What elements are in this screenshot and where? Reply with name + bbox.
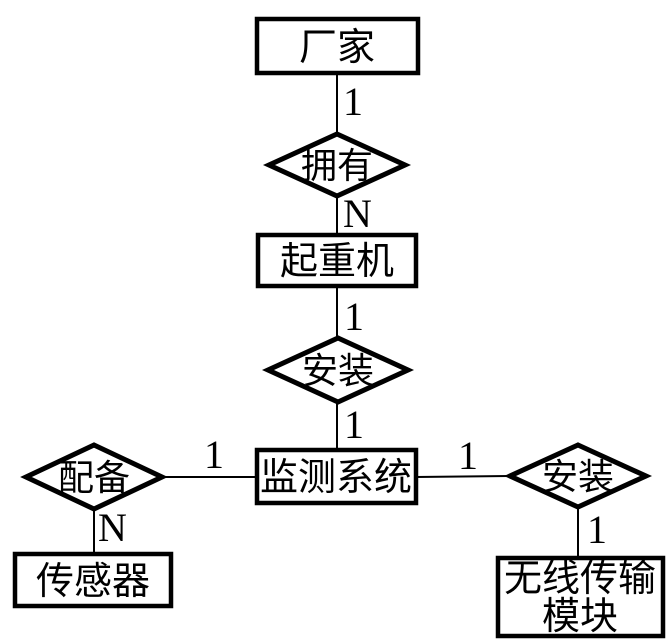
entity-monitoring-system-label: 监测系统 [260,457,412,499]
relationship-installs-on-crane-label: 安装 [302,351,374,391]
cardinality-crane-to-installs: 1 [344,294,364,339]
entity-crane-label: 起重机 [280,241,394,283]
entity-crane-box [255,232,419,289]
cardinality-installs-to-monitoring: 1 [344,402,364,447]
entity-wireless-module-label-line1: 无线传输 [504,558,656,600]
relationship-owns-diamond [262,131,412,199]
entity-wireless-module-box [495,555,666,639]
cardinality-owns-to-crane: N [343,191,372,236]
relationship-equips-diamond [20,442,168,512]
entities [12,16,666,639]
connector-lines [93,75,579,558]
cardinality-labels: 1 N 1 1 1 1 N 1 [98,79,607,552]
cardinality-factory-to-owns: 1 [343,79,363,124]
entity-factory-box [254,16,421,76]
relationship-labels: 拥有 安装 配备 安装 [58,146,614,498]
relationships [20,131,653,512]
entity-wireless-module-label-line2: 模块 [542,596,618,638]
relationship-equips-label: 配备 [58,458,130,498]
entity-sensor-box [12,551,174,609]
connector-monitoring-installs-module [415,475,513,478]
relationship-installs-on-crane-diamond [261,335,415,405]
cardinality-monitoring-to-installs-module: 1 [458,433,478,478]
cardinality-equips-to-sensor: N [98,505,127,550]
entity-monitoring-system-box [254,447,419,506]
entity-labels: 厂家 起重机 监测系统 传感器 无线传输 模块 [36,27,656,638]
relationship-owns-label: 拥有 [301,146,373,186]
entity-factory-label: 厂家 [299,27,375,69]
cardinality-installs-module-to-wireless: 1 [587,507,607,552]
cardinality-equips-to-monitoring: 1 [204,432,224,477]
relationship-installs-module-diamond [503,442,653,510]
entity-sensor-label: 传感器 [36,561,150,603]
relationship-installs-module-label: 安装 [542,457,614,497]
